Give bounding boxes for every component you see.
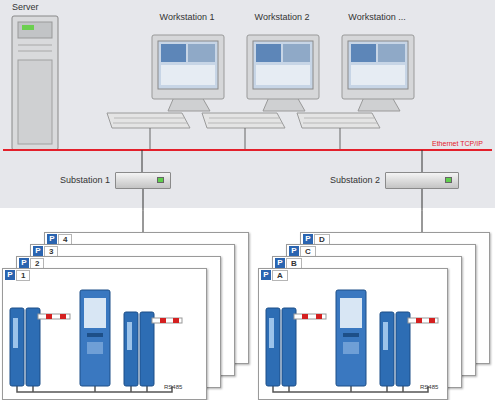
tower-case bbox=[12, 16, 58, 150]
drive-slot bbox=[18, 51, 52, 52]
workstation-drawing bbox=[202, 35, 319, 150]
network-drop bbox=[142, 150, 143, 172]
workstation-node: Workstation ... bbox=[297, 12, 415, 130]
tower-panel bbox=[18, 60, 52, 144]
lane-number: A bbox=[272, 270, 288, 281]
network-drop bbox=[422, 150, 423, 172]
drive-bay bbox=[18, 22, 52, 38]
parking-lane-card: 1 bbox=[2, 268, 207, 400]
workstation-drawing bbox=[297, 35, 414, 150]
workstation-node: Workstation 1 bbox=[107, 12, 225, 130]
network-link bbox=[143, 189, 144, 232]
substation-box: Substation 2 bbox=[385, 172, 459, 189]
workstation-drawing bbox=[107, 35, 224, 150]
node-label: Substation 1 bbox=[60, 175, 110, 185]
network-band bbox=[0, 0, 495, 208]
parking-lane-drawing bbox=[266, 290, 438, 392]
server-tower bbox=[12, 16, 58, 150]
lane-number: 1 bbox=[16, 270, 30, 281]
server-node: Server bbox=[12, 16, 58, 150]
drive-slot bbox=[18, 45, 52, 46]
node-label: Server bbox=[12, 2, 39, 12]
node-label: Workstation 2 bbox=[255, 12, 310, 22]
node-label: Substation 2 bbox=[330, 175, 380, 185]
workstation-node: Workstation 2 bbox=[202, 12, 320, 130]
parking-lane-drawing bbox=[10, 290, 182, 392]
ethernet-bus bbox=[3, 149, 492, 151]
substation-box: Substation 1 bbox=[115, 172, 171, 189]
network-link bbox=[422, 189, 423, 232]
node-label: Workstation 1 bbox=[160, 12, 215, 22]
network-label: Ethernet TCP/IP bbox=[432, 140, 483, 147]
status-display bbox=[22, 25, 34, 30]
node-label: Workstation ... bbox=[348, 12, 405, 22]
parking-lane-card: A bbox=[258, 268, 448, 400]
